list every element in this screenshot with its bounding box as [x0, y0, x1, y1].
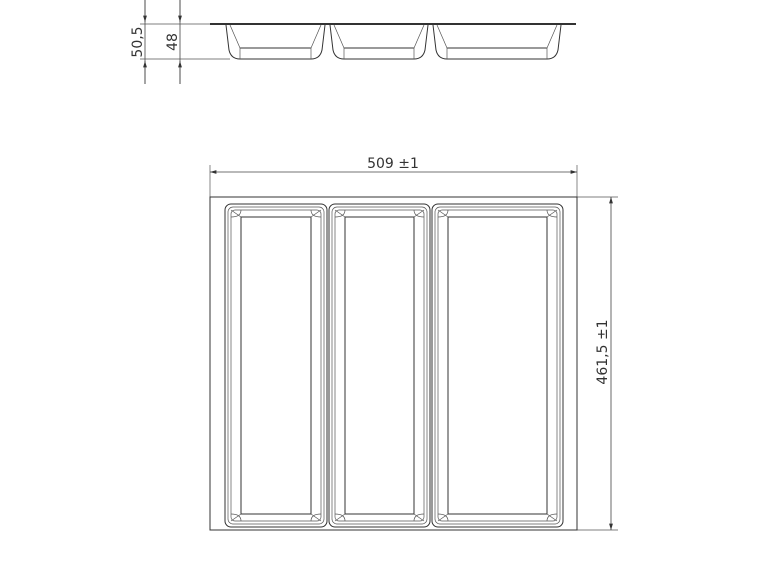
- tray-slope: [436, 24, 448, 49]
- dim-label-inner-height: 48: [165, 33, 181, 51]
- corner-fillet: [310, 513, 322, 522]
- compartment: [224, 203, 328, 528]
- tray-slope: [229, 24, 241, 49]
- dim-label-overall-height: 50,5: [130, 26, 146, 57]
- corner-fillet: [334, 513, 346, 522]
- corner-fillet: [413, 209, 425, 218]
- compartment-rim: [224, 203, 328, 528]
- compartment-wall: [334, 209, 425, 522]
- corner-fillet: [310, 209, 322, 218]
- tray-slope: [546, 24, 558, 49]
- side-view: 50,5 48: [130, 0, 576, 84]
- corner-fillet: [413, 513, 425, 522]
- tray-profile: [432, 24, 562, 60]
- corner-fillet: [230, 513, 242, 522]
- tray-slope: [333, 24, 345, 49]
- dim-label-depth: 461,5 ±1: [595, 319, 611, 384]
- tray-slope: [413, 24, 425, 49]
- top-view: 509 ±1 461,5 ±1: [209, 156, 618, 531]
- compartment-floor: [240, 216, 312, 515]
- side-tray: [225, 24, 326, 60]
- corner-fillet: [437, 209, 449, 218]
- corner-fillet: [546, 513, 558, 522]
- compartment-floor: [447, 216, 548, 515]
- compartment-rim-inner: [434, 206, 561, 525]
- compartment: [431, 203, 564, 528]
- compartment-rim: [431, 203, 564, 528]
- side-tray: [432, 24, 562, 60]
- compartment-wall: [230, 209, 322, 522]
- tray-profile: [225, 24, 326, 60]
- outer-frame: [209, 196, 578, 531]
- tray-slope: [310, 24, 322, 49]
- compartment-rim: [328, 203, 431, 528]
- corner-fillet: [230, 209, 242, 218]
- corner-fillet: [334, 209, 346, 218]
- compartment-floor: [344, 216, 415, 515]
- dim-label-width: 509 ±1: [367, 156, 419, 172]
- compartment: [328, 203, 431, 528]
- side-tray: [329, 24, 429, 60]
- tray-profile: [329, 24, 429, 60]
- compartment-wall: [437, 209, 558, 522]
- compartment-rim-inner: [331, 206, 428, 525]
- corner-fillet: [546, 209, 558, 218]
- corner-fillet: [437, 513, 449, 522]
- compartment-rim-inner: [227, 206, 325, 525]
